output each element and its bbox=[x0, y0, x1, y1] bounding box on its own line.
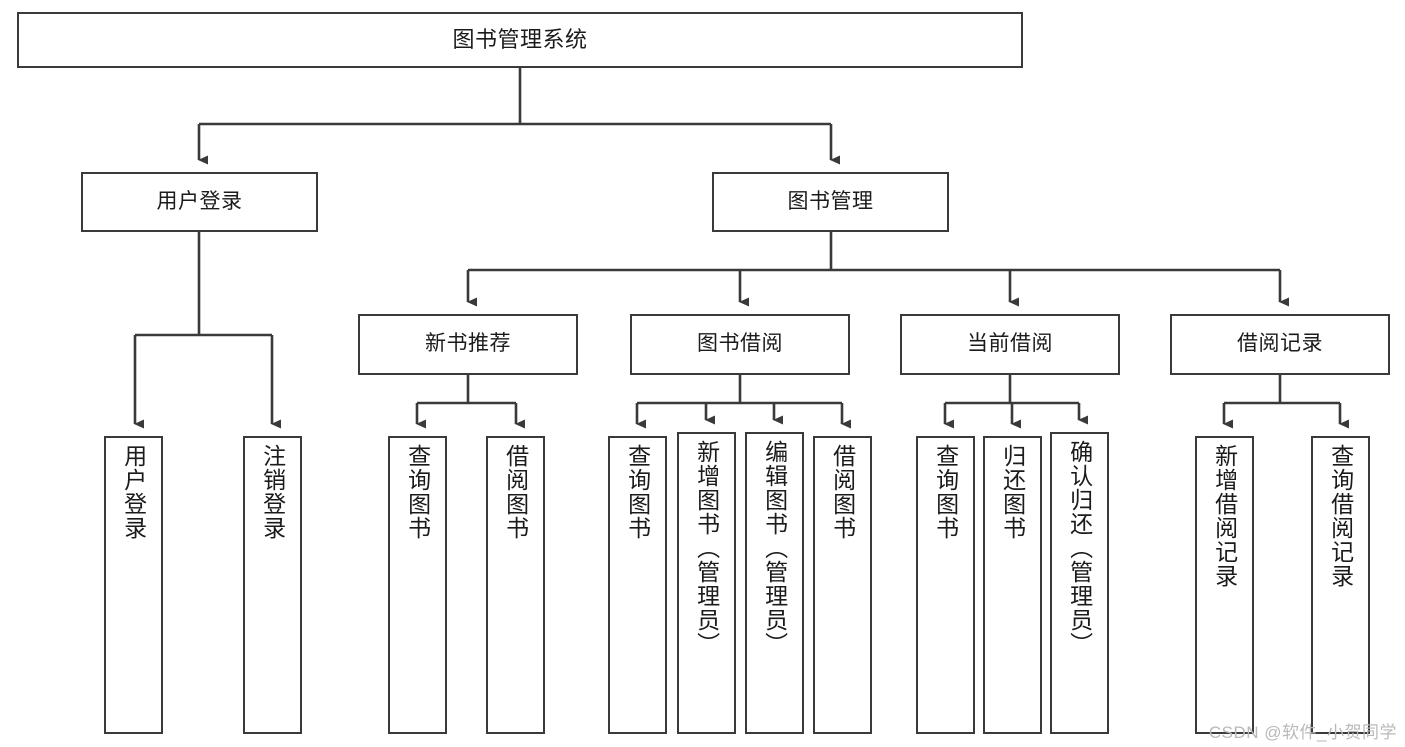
node-book-management[interactable]: 图书管理 bbox=[712, 172, 949, 232]
node-current-borrow[interactable]: 当前借阅 bbox=[900, 314, 1120, 375]
node-leaf-confirm-return-admin[interactable]: 确认归还（管理员） bbox=[1050, 432, 1109, 734]
node-user-login[interactable]: 用户登录 bbox=[81, 172, 318, 232]
node-leaf-user-login[interactable]: 用户登录 bbox=[104, 436, 163, 734]
watermark: CSDN @软件_小贺同学 bbox=[1208, 723, 1397, 742]
node-leaf-query-borrow-record[interactable]: 查询借阅记录 bbox=[1311, 436, 1370, 734]
node-leaf-add-book-admin-label: 新增图书（管理员） bbox=[693, 440, 720, 656]
node-leaf-logout[interactable]: 注销登录 bbox=[243, 436, 302, 734]
node-leaf-borrow-book-recommend[interactable]: 借阅图书 bbox=[486, 436, 545, 734]
node-borrow-records-label: 借阅记录 bbox=[1237, 332, 1323, 356]
node-leaf-query-book-recommend-label: 查询图书 bbox=[404, 444, 431, 540]
node-leaf-edit-book-admin-label: 编辑图书（管理员） bbox=[761, 440, 788, 656]
node-leaf-borrow-book-label: 借阅图书 bbox=[829, 444, 856, 540]
node-book-borrow[interactable]: 图书借阅 bbox=[630, 314, 850, 375]
node-leaf-add-book-admin[interactable]: 新增图书（管理员） bbox=[677, 432, 736, 734]
node-leaf-edit-book-admin[interactable]: 编辑图书（管理员） bbox=[745, 432, 804, 734]
node-leaf-borrow-book[interactable]: 借阅图书 bbox=[813, 436, 872, 734]
node-leaf-logout-label: 注销登录 bbox=[259, 444, 286, 540]
node-leaf-query-book-borrow[interactable]: 查询图书 bbox=[608, 436, 667, 734]
node-root[interactable]: 图书管理系统 bbox=[17, 12, 1023, 68]
node-leaf-query-book-recommend[interactable]: 查询图书 bbox=[388, 436, 447, 734]
node-leaf-add-borrow-record-label: 新增借阅记录 bbox=[1211, 444, 1238, 588]
node-leaf-query-borrow-record-label: 查询借阅记录 bbox=[1327, 444, 1354, 588]
node-leaf-return-book[interactable]: 归还图书 bbox=[983, 436, 1042, 734]
node-leaf-user-login-label: 用户登录 bbox=[120, 444, 147, 540]
node-leaf-add-borrow-record[interactable]: 新增借阅记录 bbox=[1195, 436, 1254, 734]
node-book-management-label: 图书管理 bbox=[787, 189, 874, 213]
node-root-label: 图书管理系统 bbox=[452, 27, 588, 53]
node-leaf-confirm-return-admin-label: 确认归还（管理员） bbox=[1066, 440, 1093, 656]
node-leaf-query-book-current-label: 查询图书 bbox=[932, 444, 959, 540]
node-user-login-label: 用户登录 bbox=[156, 189, 243, 213]
node-borrow-records[interactable]: 借阅记录 bbox=[1170, 314, 1390, 375]
node-new-book-recommend[interactable]: 新书推荐 bbox=[358, 314, 578, 375]
node-leaf-query-book-current[interactable]: 查询图书 bbox=[916, 436, 975, 734]
node-new-book-recommend-label: 新书推荐 bbox=[425, 332, 511, 356]
node-leaf-return-book-label: 归还图书 bbox=[999, 444, 1026, 540]
node-leaf-query-book-borrow-label: 查询图书 bbox=[624, 444, 651, 540]
node-current-borrow-label: 当前借阅 bbox=[967, 332, 1053, 356]
node-book-borrow-label: 图书借阅 bbox=[697, 332, 783, 356]
node-leaf-borrow-book-recommend-label: 借阅图书 bbox=[502, 444, 529, 540]
